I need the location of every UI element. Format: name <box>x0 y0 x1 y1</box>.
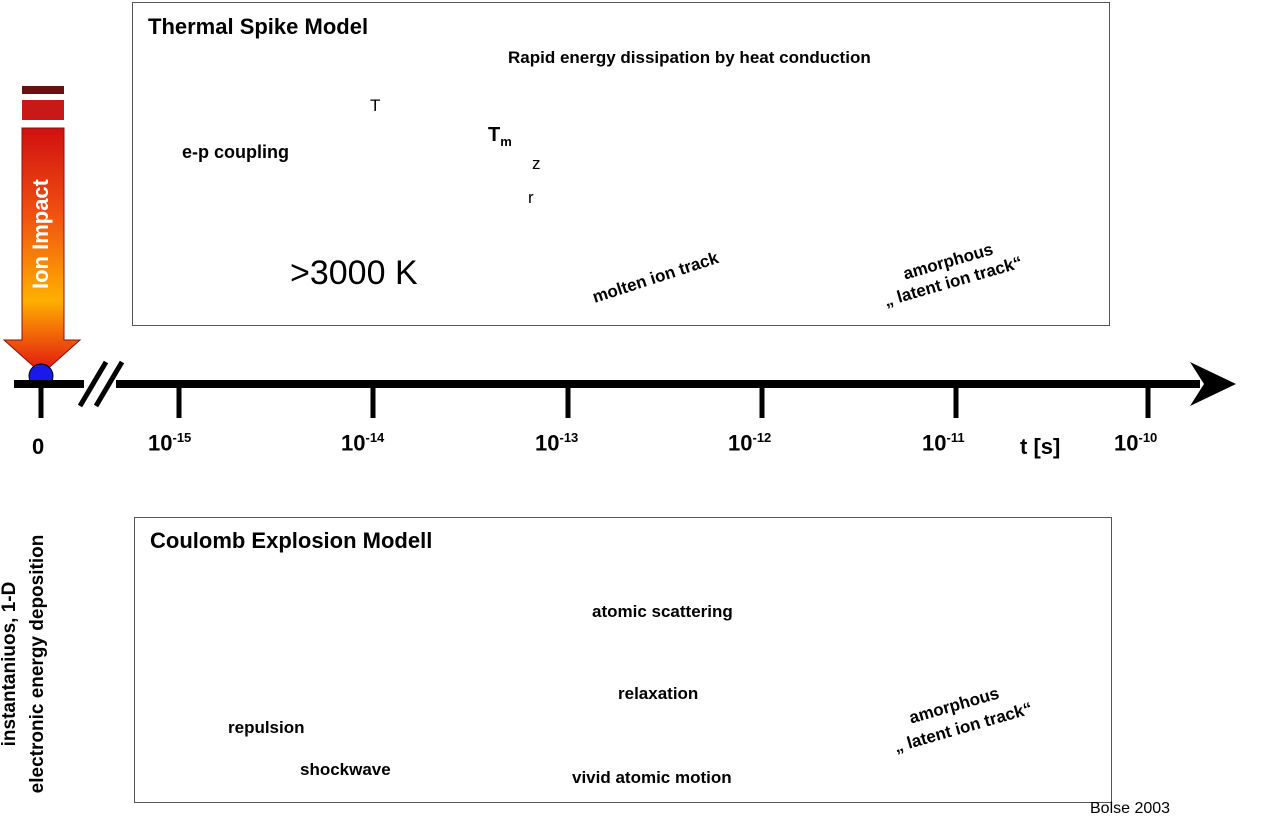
ion-impact-label: Ion Impact <box>28 179 53 290</box>
credit-label: Bolse 2003 <box>1090 800 1171 817</box>
axis-r-label: r <box>528 188 534 207</box>
tick-label-1e-14: 10-14 <box>341 430 385 456</box>
tick-label-zero: 0 <box>32 434 45 459</box>
coulomb-title: Coulomb Explosion Modell <box>150 528 433 553</box>
repulsion-label: repulsion <box>228 718 305 737</box>
time-unit-label: t [s] <box>1020 434 1061 459</box>
thermal-spike-title: Thermal Spike Model <box>148 14 369 39</box>
relaxation-label: relaxation <box>618 684 699 703</box>
thermal-spike-panel <box>132 2 1110 326</box>
tick-label-1e-15: 10-15 <box>148 430 192 456</box>
coulomb-panel <box>134 517 1112 803</box>
shockwave-label: shockwave <box>300 760 391 779</box>
vivid-motion-label: vivid atomic motion <box>572 768 732 787</box>
timeline-axis <box>14 360 1236 418</box>
deposition-caption: instantaniuos, 1-D electronic energy dep… <box>0 514 56 814</box>
atomic-scattering-label: atomic scattering <box>592 602 733 621</box>
melting-temperature-label: Tm <box>488 124 512 149</box>
deposition-caption-line1: instantaniuos, 1-D <box>0 581 20 747</box>
axis-z-label: z <box>532 154 541 173</box>
temperature-label: >3000 K <box>290 254 418 292</box>
tick-label-1e-10: 10-10 <box>1114 430 1158 456</box>
axis-t-label: T <box>370 96 381 115</box>
thermal-spike-subtitle: Rapid energy dissipation by heat conduct… <box>508 48 871 67</box>
ion-impact-arrow <box>2 86 82 389</box>
tick-label-1e-11: 10-11 <box>922 430 965 456</box>
tick-label-1e-13: 10-13 <box>535 430 579 456</box>
deposition-caption-line2: electronic energy deposition <box>27 534 48 794</box>
coupling-label: e-p coupling <box>182 142 289 162</box>
tick-label-1e-12: 10-12 <box>728 430 772 456</box>
